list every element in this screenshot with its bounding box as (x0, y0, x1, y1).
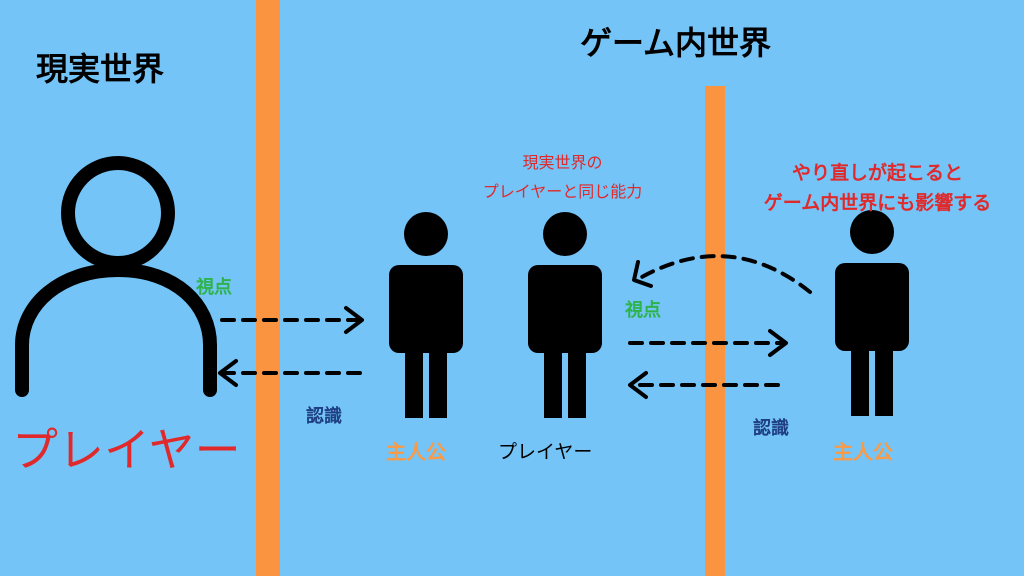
player-label-big: プレイヤー (12, 423, 241, 477)
same-ability-note-line2: プレイヤーと同じ能力 (482, 182, 643, 201)
protagonist-label-left: 主人公 (386, 440, 446, 464)
viewpoint-arrow-1 (220, 306, 364, 334)
recognition-label-1: 認識 (306, 406, 342, 427)
redo-note: やり直しが起こると ゲーム内世界にも影響する (735, 158, 1020, 218)
divider-game-inner (705, 86, 725, 576)
protagonist-figure-icon (389, 212, 463, 418)
game-world-title: ゲーム内世界 (580, 24, 772, 62)
recognition-arrow-1 (218, 359, 362, 387)
protagonist-label-right: 主人公 (833, 440, 893, 464)
viewpoint-label-2: 視点 (625, 300, 661, 321)
player-figure-icon (528, 212, 602, 418)
redo-note-line1: やり直しが起こると (791, 162, 963, 184)
real-world-title: 現実世界 (36, 50, 165, 88)
redo-curved-arrow (632, 254, 812, 294)
recognition-label-2: 認識 (753, 418, 789, 439)
player-outline-icon (15, 156, 217, 397)
recognition-arrow-2 (628, 371, 780, 399)
same-ability-note: 現実世界の プレイヤーと同じ能力 (430, 148, 695, 206)
redo-note-line2: ゲーム内世界にも影響する (763, 192, 992, 214)
divider-real-game (256, 0, 280, 576)
protagonist-figure-right-icon (835, 210, 909, 416)
same-ability-note-line1: 現実世界の (522, 153, 603, 172)
player-label-small: プレイヤー (498, 441, 593, 463)
viewpoint-label-1: 視点 (196, 277, 232, 298)
viewpoint-arrow-2 (628, 329, 788, 357)
